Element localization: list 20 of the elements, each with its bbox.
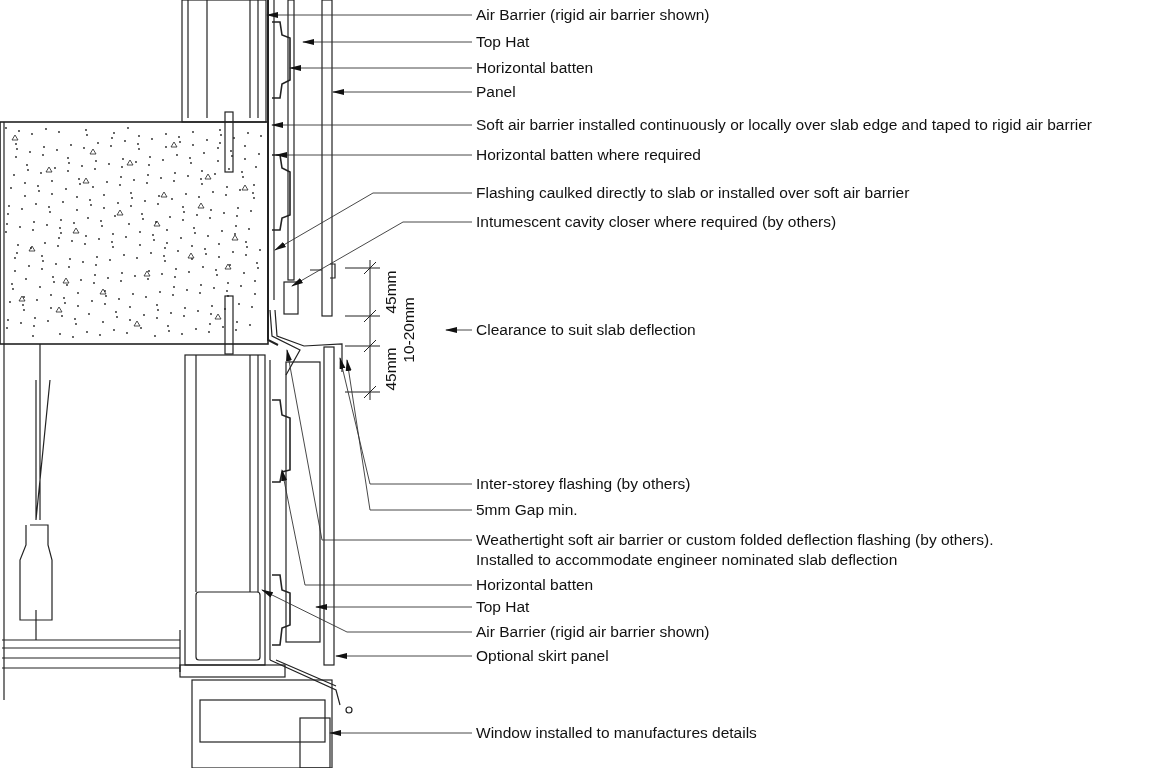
callout-label: Horizontal batten xyxy=(476,58,594,78)
callout-label: Weathertight soft air barrier or custom folded deflection flashing (by others). Installed to accommodate engineer nominated slab deflection xyxy=(476,530,1036,570)
callout-label: Top Hat xyxy=(476,32,530,52)
callout-label: Air Barrier (rigid air barrier shown) xyxy=(476,622,710,642)
callout-label: Top Hat xyxy=(476,597,530,617)
callout-label: Flashing caulked directly to slab or installed over soft air barrier xyxy=(476,183,910,203)
callout-label: Panel xyxy=(476,82,516,102)
callout-label: Horizontal batten xyxy=(476,575,594,595)
dimension-label: 10-20mm xyxy=(399,297,418,363)
callout-label: Air Barrier (rigid air barrier shown) xyxy=(476,5,710,25)
callout-label: Window installed to manufactures details xyxy=(476,723,757,743)
dimension-label: 45mm xyxy=(381,270,400,314)
callout-label: 5mm Gap min. xyxy=(476,500,578,520)
callout-label: Intumescent cavity closer where required (by others) xyxy=(476,212,837,232)
callout-label: Soft air barrier installed continuously or locally over slab edge and taped to rigid air barrier xyxy=(476,115,1093,135)
callout-label: Optional skirt panel xyxy=(476,646,609,666)
callout-label: Horizontal batten where required xyxy=(476,145,701,165)
callout-label: Inter-storey flashing (by others) xyxy=(476,474,691,494)
callout-label: Clearance to suit slab deflection xyxy=(476,320,696,340)
dimension-label: 45mm xyxy=(381,347,400,391)
